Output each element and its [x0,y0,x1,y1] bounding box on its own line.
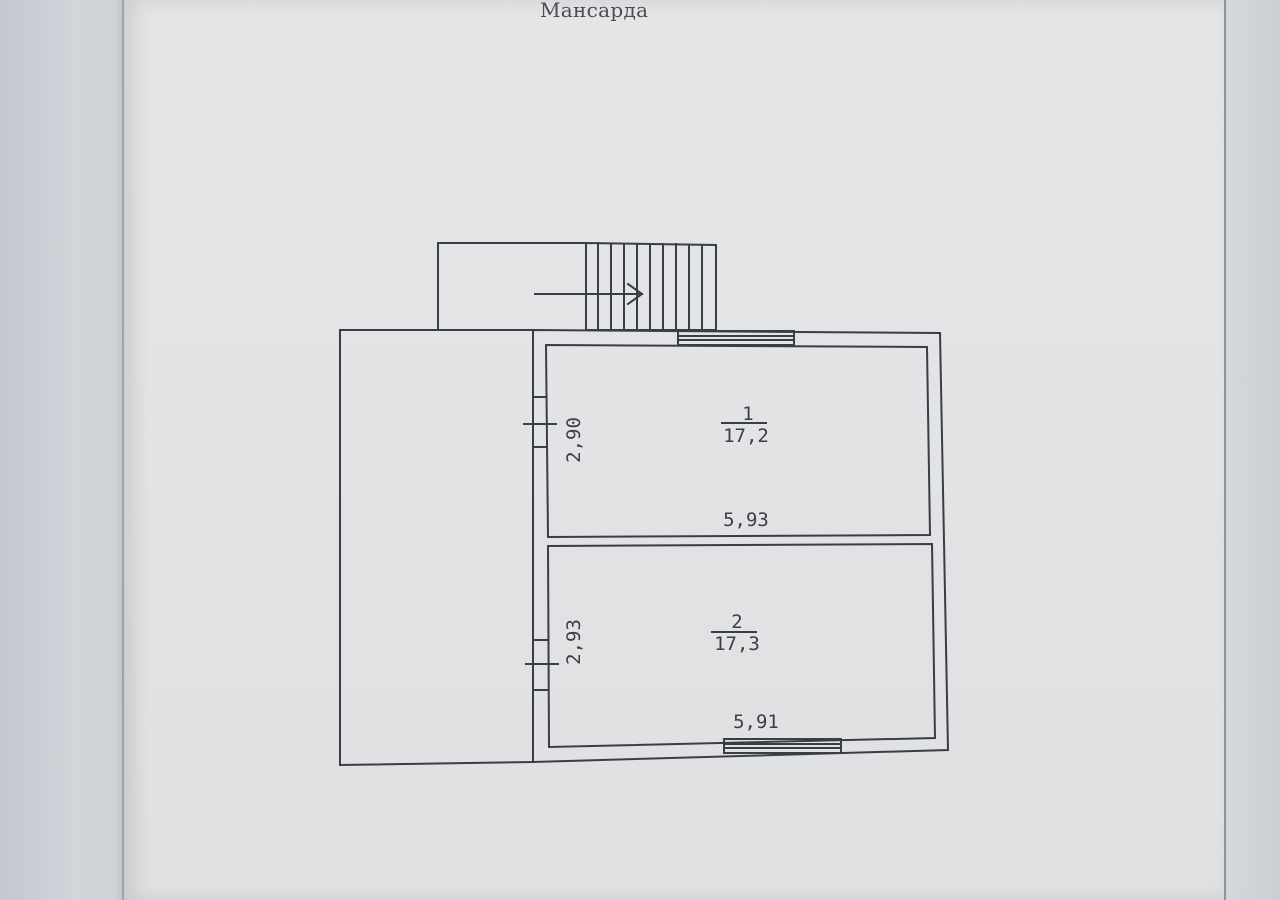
outer-wall [532,328,950,764]
room-2-width: 5,91 [733,711,779,733]
room-1-depth: 2,90 [563,417,585,463]
room-2-outline [546,542,937,749]
room-1-width: 5,93 [723,509,769,531]
room-1-number: 1 [742,403,753,425]
room-1-outline [544,343,932,539]
stair-direction-arrow [534,282,644,306]
door-mark-room-2 [525,639,559,691]
room-2-area: 17,3 [714,633,760,655]
room-2-depth: 2,93 [563,619,585,665]
window-top [677,330,795,346]
window-bottom [723,738,842,754]
room-2-number: 2 [731,611,742,633]
annex-outline [437,242,587,331]
floor-title: Мансарда [540,0,649,22]
door-mark-room-1 [523,396,557,448]
document-page [122,0,1226,900]
terrace-outline [339,329,535,767]
room-1-area: 17,2 [723,425,769,447]
staircase [585,241,717,331]
